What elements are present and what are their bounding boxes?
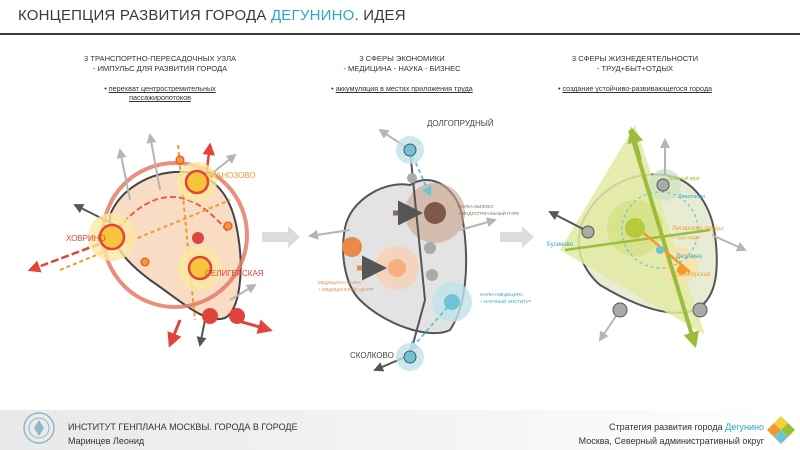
column-1-title-line1: 3 ТРАНСПОРТНО-ПЕРЕСАДОЧНЫХ УЗЛА — [83, 54, 237, 63]
footer-institute: ИНСТИТУТ ГЕНПЛАНА МОСКВЫ. ГОРОДА В ГОРОД… — [68, 422, 298, 432]
station-dolgoprudny — [403, 143, 417, 157]
column-2-bullet-line1: аккумуляция в местах приложения труда — [335, 84, 473, 93]
label-lianozovo: ЛИАНОЗОВО — [205, 171, 256, 180]
grey-out-1 — [308, 229, 351, 240]
grey-arrow-2 — [146, 133, 161, 191]
label-lianozovo-3: Лианозово — [678, 194, 705, 200]
orange-link — [639, 229, 691, 273]
diagram-economy-spheres: ДОЛГОПРУДНЫЙ СКОЛКОВО НАУКА+БИЗНЕС + ИНД… — [308, 119, 532, 372]
label-green: Зелёный враг — [668, 175, 700, 182]
column-3-title: 3 СФЕРЫ ЖИЗНЕДЕЯТЕЛЬНОСТИ - ТРУД+БЫТ+ОТД… — [530, 54, 740, 74]
grey-arrow-6 — [196, 319, 207, 347]
label-science-business-2: + ИНДУСТРИАЛЬНЫЙ ПАРК — [458, 209, 519, 216]
rail-line-2 — [59, 199, 231, 271]
transition-arrow-1 — [262, 226, 300, 248]
column-1-title: 3 ТРАНСПОРТНО-ПЕРЕСАДОЧНЫХ УЗЛА - ИМПУЛЬ… — [55, 54, 265, 74]
life-node-orange — [677, 265, 687, 275]
page-title-end: . ИДЕЯ — [354, 7, 406, 24]
column-3-title-line1: 3 СФЕРЫ ЖИЗНЕДЕЯТЕЛЬНОСТИ — [571, 54, 699, 63]
label-science-med-1: НАУКА+МЕДИЦИНА — [480, 292, 523, 297]
label-labor2: + труд+отдых — [672, 235, 701, 240]
station-mid-3 — [426, 269, 438, 281]
label-medicine-1: МЕДИЦИНА+НАУКА — [318, 280, 361, 285]
station-mid-2 — [424, 242, 436, 254]
life-ring-dashed — [621, 191, 699, 269]
station-2 — [223, 221, 233, 231]
label-seliger: Селигерская — [675, 272, 710, 278]
grey-out-2 — [459, 217, 497, 231]
label-seligerskaya: СЕЛИГЕРСКАЯ — [205, 269, 264, 278]
flow-arrow-3 — [167, 319, 182, 348]
hub-center — [192, 232, 204, 244]
hub-lianozovo — [184, 169, 210, 195]
column-3-bullet: • создание устойчиво-развивающегося горо… — [557, 84, 713, 93]
footer: ИНСТИТУТ ГЕНПЛАНА МОСКВЫ. ГОРОДА В ГОРОД… — [0, 410, 800, 450]
green-cross — [564, 228, 711, 252]
core-science-business — [424, 202, 446, 224]
footer-strategy-accent: Дегунино — [725, 422, 764, 432]
label-khovrino: ХОВРИНО — [66, 234, 106, 243]
column-2-title-line2: - МЕДИЦИНА - НАУКА - БИЗНЕС — [343, 64, 461, 73]
station-4 — [202, 308, 218, 324]
life-node-bottom — [612, 302, 628, 318]
label-busin: Бусиново — [547, 242, 574, 248]
label-medicine-2: + МЕДИЦИНСКИЙ ЦЕНТР — [318, 285, 374, 292]
footer-author: Маринцев Леонид — [68, 436, 145, 446]
column-1-bullet-line1: перехват центростремительных — [108, 84, 216, 93]
station-mid-1 — [407, 173, 417, 183]
grey-out-l — [548, 211, 586, 231]
label-skolkovo: СКОЛКОВО — [350, 351, 394, 360]
column-3-bullet-line1: создание устойчиво-развивающегося города — [562, 84, 713, 93]
page-title-main: КОНЦЕПЦИЯ РАЗВИТИЯ ГОРОДА — [18, 7, 271, 24]
diagram-transport-hubs: ХОВРИНО ЛИАНОЗОВО СЕЛИГЕРСКАЯ — [27, 133, 273, 348]
page-title-accent: ДЕГУНИНО — [270, 7, 355, 24]
life-node-large — [625, 218, 645, 238]
label-science-business-1: НАУКА+БИЗНЕС — [458, 204, 494, 209]
label-labor: Лигарские пруды — [672, 225, 723, 232]
footer-strategy: Стратегия развития города Дегунино — [609, 422, 764, 432]
grey-arrow-5 — [229, 283, 257, 301]
label-dolgoprudny: ДОЛГОПРУДНЫЙ — [427, 119, 494, 128]
teal-flow-1 — [408, 301, 453, 352]
grey-out-r — [711, 234, 747, 252]
diagram-life-spheres: Зелёный враг Лианозово Лигарские пруды +… — [547, 125, 747, 349]
institute-logo-icon — [23, 412, 55, 444]
header: КОНЦЕПЦИЯ РАЗВИТИЯ ГОРОДА ДЕГУНИНО. ИДЕЯ — [0, 0, 800, 35]
column-1-bullet: • перехват центростремительных пассажиро… — [104, 84, 216, 102]
label-degunino: Дегунино — [676, 254, 703, 260]
grey-arrow-1 — [116, 148, 131, 201]
column-1-bullet-line2: пассажиропотоков — [129, 93, 191, 102]
page-title: КОНЦЕПЦИЯ РАЗВИТИЯ ГОРОДА ДЕГУНИНО. ИДЕЯ — [18, 7, 406, 24]
grey-arrow-4 — [209, 153, 237, 176]
hub-seligerskaya — [187, 255, 213, 281]
transition-arrow-2 — [500, 226, 534, 248]
district-logo-icon — [767, 416, 795, 444]
life-node-right — [692, 302, 708, 318]
life-node-top — [656, 178, 670, 192]
column-2-title: 3 СФЕРЫ ЭКОНОМИКИ - МЕДИЦИНА - НАУКА - Б… — [297, 54, 507, 74]
node-orange — [342, 237, 362, 257]
column-1-title-line2: - ИМПУЛЬС ДЛЯ РАЗВИТИЯ ГОРОДА — [92, 64, 228, 73]
footer-strategy-main: Стратегия развития города — [608, 422, 726, 432]
station-1 — [175, 155, 185, 165]
green-axis-up — [627, 126, 644, 161]
hub-khovrino — [98, 223, 126, 251]
life-node-left — [581, 225, 595, 239]
label-science-med-2: + НАУЧНЫЙ ИНСТИТУТ — [480, 297, 532, 304]
column-2-bullet: • аккумуляция в местах приложения труда — [331, 84, 473, 93]
core-medicine — [388, 259, 406, 277]
column-3-title-line2: - ТРУД+БЫТ+ОТДЫХ — [596, 64, 674, 73]
station-skolkovo — [403, 350, 417, 364]
header-divider — [0, 33, 800, 35]
station-5 — [229, 308, 245, 324]
column-2-title-line1: 3 СФЕРЫ ЭКОНОМИКИ — [359, 54, 445, 63]
footer-location: Москва, Северный административный округ — [578, 436, 764, 446]
concept-diagrams: ХОВРИНО ЛИАНОЗОВО СЕЛИГЕРСКАЯ ДОЛГОПРУДН… — [27, 119, 747, 372]
station-3 — [140, 257, 150, 267]
life-node-teal — [656, 246, 664, 254]
